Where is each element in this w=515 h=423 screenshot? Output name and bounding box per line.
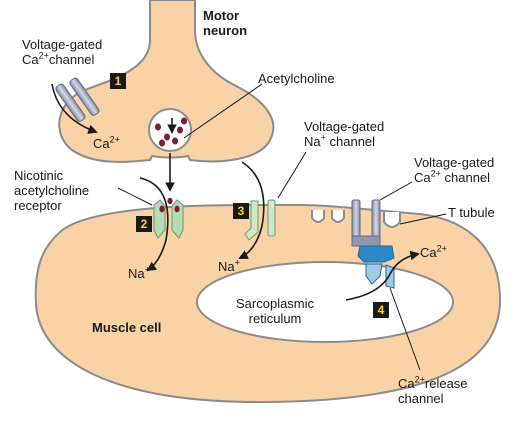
vg-ca-channel-neuron-label: Voltage-gated Ca2+channel <box>22 37 103 67</box>
ca-influx-arrow <box>51 83 98 134</box>
synaptic-vesicle <box>148 108 192 152</box>
acetylcholine-label: Acetylcholine <box>258 71 335 86</box>
na-influx-arrow-mid <box>238 161 265 259</box>
acetylcholine-molecules <box>155 117 187 147</box>
step-badge-3: 3 <box>233 203 249 219</box>
muscle-cell-label: Muscle cell <box>92 320 162 335</box>
step-badge-4: 4 <box>373 302 389 318</box>
voltage-gated-ca-channel-neuron <box>55 77 100 122</box>
ca-ion-label-muscle: Ca2+ <box>420 243 447 260</box>
vg-ca-channel-muscle-label: Voltage-gated Ca2+ channel <box>414 155 495 185</box>
step-badge-2: 2 <box>136 216 152 232</box>
na-ion-label-mid: Na+ <box>218 257 240 274</box>
leader-lines <box>117 83 447 371</box>
t-tubule-label: T tubule <box>448 205 495 220</box>
na-influx-arrow-left <box>139 177 169 272</box>
t-tubule <box>311 210 401 228</box>
nicotinic-receptor <box>153 197 184 239</box>
voltage-gated-ca-channel-muscle <box>351 199 381 247</box>
vg-na-channel-label: Voltage-gated Na+ channel <box>304 119 385 149</box>
ca-release-channel-label: Ca2+release channel <box>398 374 468 406</box>
ca-ion-label-neuron: Ca2+ <box>93 134 120 151</box>
step-badge-1: 1 <box>110 73 126 89</box>
na-ion-label-left: Na+ <box>128 264 150 281</box>
ca-release-arrow <box>345 250 420 301</box>
voltage-gated-na-channel <box>244 199 276 241</box>
